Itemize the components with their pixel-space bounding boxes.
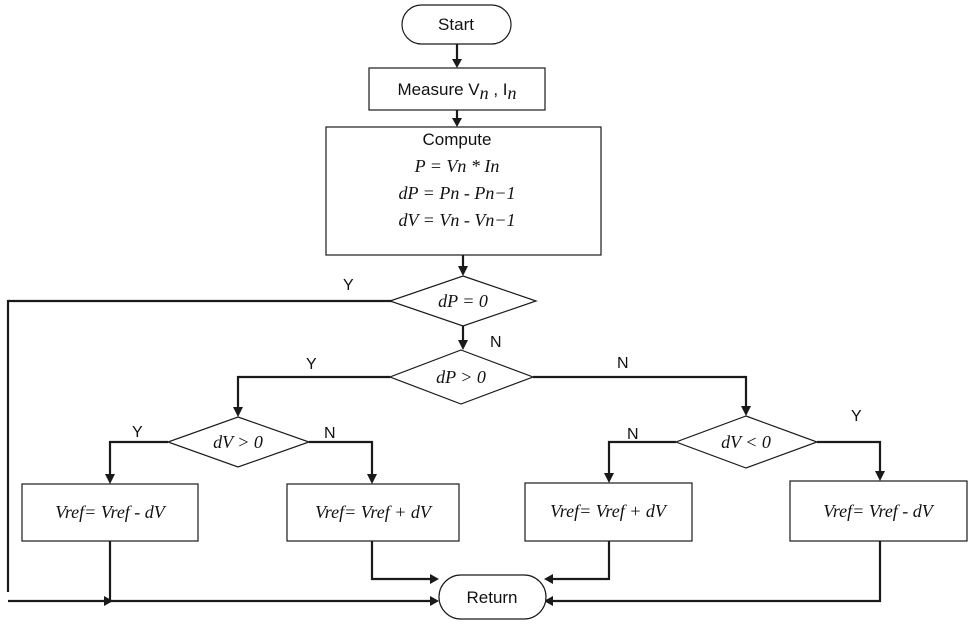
edge-dvpos-no xyxy=(309,440,374,476)
arrow-left-bus-mark xyxy=(104,596,113,606)
equation-power: P = Vn * In xyxy=(414,156,500,176)
measure-node: Measure Vn , In xyxy=(368,67,546,111)
compute-node: Compute P = Vn * In dP = Pn - Pn−1 dV = … xyxy=(325,126,602,256)
arrowheads xyxy=(104,59,885,606)
label-dppos-no: N xyxy=(617,355,629,372)
arrow-to-action3 xyxy=(604,473,614,483)
start-label: Start xyxy=(438,15,474,34)
label-dppos-yes: Y xyxy=(306,356,317,373)
return-node: Return xyxy=(438,574,547,620)
action-3-label: Vref= Vref + dV xyxy=(550,501,668,521)
edge-labels: Y N Y N Y N N Y xyxy=(132,277,862,443)
decision-dv-neg: dV < 0 xyxy=(674,415,819,469)
arrow-to-action2 xyxy=(367,474,377,484)
edge-dvneg-no xyxy=(607,440,676,475)
decision-dp-zero-label: dP = 0 xyxy=(438,291,488,311)
arrow-action4-return xyxy=(544,596,553,606)
label-dvpos-yes: Y xyxy=(132,424,143,441)
arrow-to-compute xyxy=(452,118,462,127)
measure-sep: , I xyxy=(489,80,508,99)
label-dvneg-no: N xyxy=(627,426,639,443)
action-2-box xyxy=(286,483,460,542)
measure-label: Measure Vn , In xyxy=(397,80,516,103)
decision-dv-pos-shape xyxy=(166,416,311,468)
action-1-label: Vref= Vref - dV xyxy=(55,502,167,522)
action-2: Vref= Vref + dV xyxy=(286,483,460,542)
arrow-action3-return xyxy=(544,574,553,584)
action-1-box xyxy=(21,483,199,542)
equation-dp: dP = Pn - Pn−1 xyxy=(399,183,516,203)
label-dpzero-no: N xyxy=(490,334,502,351)
measure-sub-2: n xyxy=(508,83,517,103)
arrow-to-measure xyxy=(452,59,462,68)
arrow-bus-return xyxy=(430,596,439,606)
edge-dppos-yes xyxy=(236,375,390,409)
measure-sub-1: n xyxy=(480,83,489,103)
start-node: Start xyxy=(401,4,512,45)
edge-dpzero-yes xyxy=(6,299,392,592)
connectors xyxy=(6,44,882,603)
edge-dvpos-yes xyxy=(108,440,168,476)
action-1: Vref= Vref - dV xyxy=(21,483,199,542)
action-4-label: Vref= Vref - dV xyxy=(823,501,935,521)
decision-dv-neg-label: dV < 0 xyxy=(721,432,771,452)
arrow-to-dvpos xyxy=(233,407,243,417)
arrow-to-dpzero xyxy=(458,266,468,276)
measure-box xyxy=(368,67,546,111)
decision-dp-pos-shape xyxy=(388,349,535,405)
return-terminal-shape xyxy=(438,574,547,620)
label-dpzero-yes: Y xyxy=(343,277,354,294)
edge-dvneg-yes xyxy=(817,440,882,473)
action-4: Vref= Vref - dV xyxy=(789,480,968,542)
action-3-box xyxy=(524,482,693,542)
arrow-to-dppos xyxy=(458,340,468,350)
decision-dp-zero-shape xyxy=(388,275,538,327)
edge-action4-return xyxy=(551,541,882,603)
arrow-to-dvneg xyxy=(741,406,751,416)
decision-dv-pos: dV > 0 xyxy=(166,416,311,468)
arrow-action2-return xyxy=(430,574,439,584)
decision-dp-zero: dP = 0 xyxy=(388,275,538,327)
arrow-to-action4 xyxy=(875,471,885,481)
edge-action2-return xyxy=(370,541,432,581)
edge-dppos-no xyxy=(533,375,748,408)
decision-dv-pos-label: dV > 0 xyxy=(213,432,263,452)
decision-dp-pos-label: dP > 0 xyxy=(436,367,486,387)
start-terminal-shape xyxy=(401,4,512,45)
edge-action3-return xyxy=(551,541,611,581)
arrow-to-action1 xyxy=(105,474,115,484)
compute-box xyxy=(325,126,602,256)
label-dvneg-yes: Y xyxy=(851,408,862,425)
action-4-box xyxy=(789,480,968,542)
action-2-label: Vref= Vref + dV xyxy=(315,502,433,522)
decision-dv-neg-shape xyxy=(674,415,819,469)
action-3: Vref= Vref + dV xyxy=(524,482,693,542)
equation-dv: dV = Vn - Vn−1 xyxy=(399,210,516,230)
decision-dp-pos: dP > 0 xyxy=(388,349,535,405)
compute-title: Compute xyxy=(423,130,492,149)
label-dvpos-no: N xyxy=(324,425,336,442)
return-label: Return xyxy=(466,588,517,607)
measure-text: Measure V xyxy=(397,80,480,99)
